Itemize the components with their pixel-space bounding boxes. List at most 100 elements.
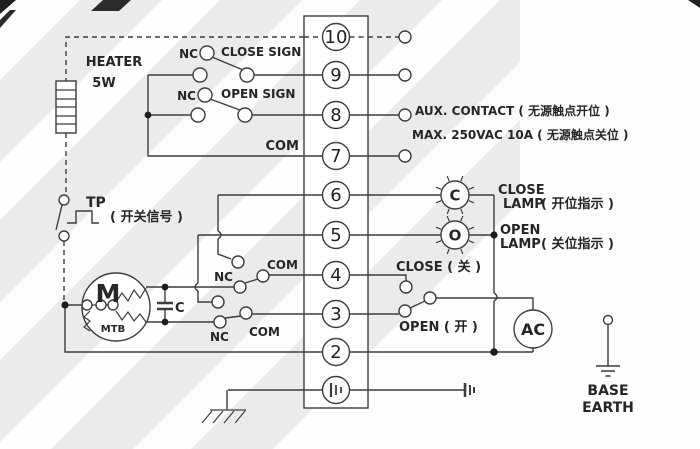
- open-sign-nc-contact: [197, 87, 213, 103]
- ac-label: AC: [521, 320, 545, 339]
- terminal-circle-5: [321, 220, 351, 250]
- wiring: [55, 36, 534, 410]
- mid-upper-nc-contact: [231, 255, 245, 269]
- terminal-circle-10: [321, 22, 351, 52]
- terminal-strip: 10 9 8 7 6 5 4 3 2: [303, 15, 369, 409]
- pulse-waveform-icon: [67, 210, 99, 224]
- open-lamp-label-1: OPEN: [500, 223, 540, 238]
- terminal-number: 2: [330, 342, 341, 363]
- open-lamp-label-2: LAMP: [500, 237, 541, 252]
- mid-lower-pivot: [213, 315, 227, 329]
- terminal-number: 9: [330, 65, 341, 86]
- mid-upper-com-contact: [256, 269, 270, 283]
- open-lamp-symbol: O: [435, 215, 475, 255]
- heater-symbol: [55, 80, 77, 134]
- wire-to-ac: [436, 297, 534, 310]
- close-sign-nc-label: NC: [179, 47, 198, 61]
- mid-upper-nc-label: NC: [214, 270, 233, 284]
- terminal-number: 5: [330, 225, 341, 246]
- terminal-number: 3: [330, 304, 341, 325]
- mid-upper-com-label: COM: [267, 258, 298, 272]
- close-sign-label: CLOSE SIGN: [221, 45, 301, 59]
- close-lamp-label-1: CLOSE: [498, 183, 545, 198]
- close-sign-contact-left: [192, 67, 208, 83]
- terminal-stubs: [304, 36, 368, 391]
- close-lamp-cn-label: ( 开位指示 ): [541, 196, 614, 212]
- aux-terminal-8: [398, 108, 412, 122]
- valve-switch-com-contact: [423, 291, 437, 305]
- corner-mark-icon: [91, 0, 131, 11]
- terminal-number: 6: [330, 185, 341, 206]
- terminal-circle-7: [321, 141, 351, 171]
- terminal-number: 4: [330, 265, 341, 286]
- motor-terminal: [95, 299, 107, 311]
- motor-winding-upper: [115, 287, 147, 303]
- aux-rating-label: MAX. 250VAC 10A ( 无源触点关位 ): [412, 127, 629, 142]
- terminal-circle-4: [321, 260, 351, 290]
- close-lamp-symbol: C: [435, 175, 475, 215]
- corner-mark-icon: [0, 0, 16, 14]
- capacitor-label: C: [175, 301, 185, 316]
- open-valve-label: OPEN ( 开 ): [399, 320, 478, 335]
- motor-symbol: [81, 272, 151, 342]
- aux-terminal-9: [398, 68, 412, 82]
- wire-terminal4-right: [368, 274, 407, 281]
- capacitor-plates-icon: [157, 301, 173, 311]
- open-sign-nc-label: NC: [177, 89, 196, 103]
- mtb-label: MTB: [101, 324, 125, 335]
- tp-label: TP: [86, 195, 106, 211]
- terminal-number: 10: [325, 27, 348, 48]
- open-lamp-letter: O: [449, 227, 462, 245]
- motor-terminal: [81, 299, 93, 311]
- motor-letter: M: [96, 279, 121, 308]
- tp-contact-bottom: [58, 230, 70, 242]
- terminal-number: 7: [330, 146, 341, 167]
- terminal-circle-2: [321, 337, 351, 367]
- close-valve-label: CLOSE ( 关 ): [396, 259, 481, 275]
- wire-hop: [493, 292, 498, 302]
- tp-signal-label: ( 开关信号 ): [110, 209, 183, 225]
- open-lamp-cn-label: ( 关位指示 ): [541, 236, 614, 252]
- valve-switch-arm: [409, 300, 426, 309]
- aux-contact-label: AUX. CONTACT ( 无源触点开位 ): [415, 103, 610, 118]
- wire-terminal2-left: [64, 305, 304, 353]
- mid-lower-com-label: COM: [249, 325, 280, 339]
- aux-terminal-10: [398, 30, 412, 44]
- aux-terminal-7: [398, 149, 412, 163]
- tp-contact-top: [58, 194, 70, 206]
- com-top-label: COM: [265, 139, 299, 154]
- heater-label: HEATER: [86, 55, 143, 70]
- tp-switch-arm: [55, 204, 63, 231]
- open-sign-contact-right: [237, 107, 253, 123]
- ac-source-symbol: AC: [513, 309, 553, 349]
- close-sign-switch-arm: [211, 56, 244, 71]
- close-valve-contact: [399, 280, 413, 294]
- close-sign-contact-right: [239, 67, 255, 83]
- base-earth-label-1: BASE: [587, 383, 628, 399]
- mid-lower-nc-contact: [211, 295, 225, 309]
- open-sign-switch-arm: [209, 98, 241, 111]
- valve-switch-pivot: [398, 304, 412, 318]
- wire-heater-top-dashed: [65, 36, 304, 81]
- thermal-protector-icon: [83, 310, 91, 332]
- earth-bars-icon: [463, 383, 475, 397]
- close-lamp-label-2: LAMP: [503, 197, 544, 212]
- junction-dots: [61, 111, 498, 356]
- base-earth-icon: [596, 314, 620, 377]
- motor-terminal: [107, 299, 119, 311]
- mid-lower-switch-arm: [224, 315, 242, 319]
- corner-mark-icon: [0, 10, 16, 28]
- terminal-circle-8: [321, 100, 351, 130]
- terminal-circle-6: [321, 180, 351, 210]
- wire-to-nc-lower: [197, 291, 212, 303]
- base-earth-label-2: EARTH: [582, 400, 634, 416]
- motor-winding-lower: [115, 310, 147, 323]
- open-sign-label: OPEN SIGN: [221, 87, 295, 101]
- terminal-circle-9: [321, 60, 351, 90]
- wire-com-top: [147, 75, 304, 157]
- close-lamp-letter: C: [449, 187, 460, 205]
- terminal-circle-3: [321, 299, 351, 329]
- ground-terminal-bars-icon: [329, 383, 342, 397]
